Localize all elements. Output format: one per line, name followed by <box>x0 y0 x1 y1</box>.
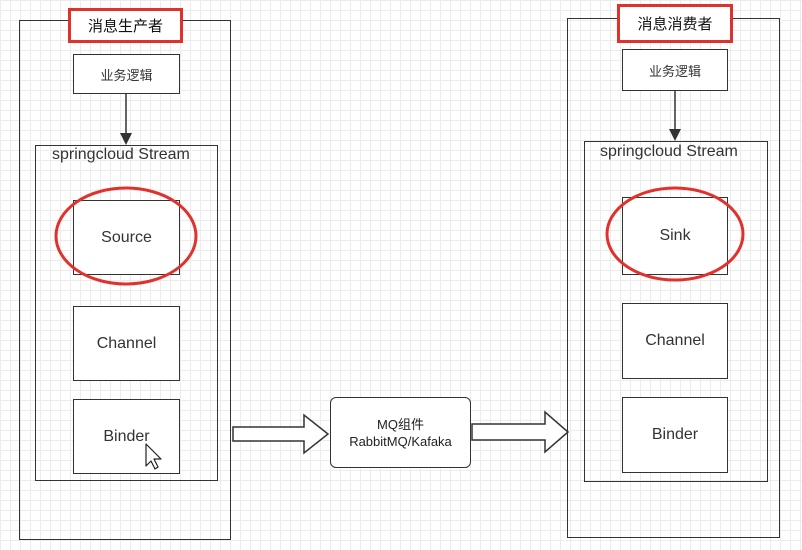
consumer-stream-title: springcloud Stream <box>600 143 738 160</box>
consumer-channel-box: Channel <box>622 303 728 379</box>
consumer-stream-panel <box>584 141 768 482</box>
producer-stream-panel <box>35 145 218 481</box>
sink-box: Sink <box>622 197 728 275</box>
consumer-title: 消息消费者 <box>617 4 733 43</box>
logic-to-stream-arrows <box>120 91 681 145</box>
source-highlight-ellipse <box>54 186 198 286</box>
down-arrow-icon <box>120 133 132 145</box>
mq-line-1: MQ组件 <box>377 416 424 432</box>
sink-highlight-ellipse <box>605 186 745 282</box>
producer-stream-title: springcloud Stream <box>52 146 190 163</box>
block-arrow-right-icon <box>232 413 330 455</box>
consumer-binder-box: Binder <box>622 397 728 473</box>
mq-line-2: RabbitMQ/Kafaka <box>349 433 452 449</box>
mouse-cursor-icon <box>145 443 162 470</box>
consumer-logic-box: 业务逻辑 <box>622 49 728 91</box>
producer-channel-box: Channel <box>73 306 180 381</box>
producer-binder-box: Binder <box>73 399 180 474</box>
producer-title: 消息生产者 <box>68 8 183 43</box>
source-box: Source <box>73 200 180 275</box>
block-arrow-right-icon <box>471 410 570 454</box>
producer-logic-box: 业务逻辑 <box>73 54 180 94</box>
mq-component-box: MQ组件 RabbitMQ/Kafaka <box>330 397 471 468</box>
down-arrow-icon <box>669 129 681 141</box>
